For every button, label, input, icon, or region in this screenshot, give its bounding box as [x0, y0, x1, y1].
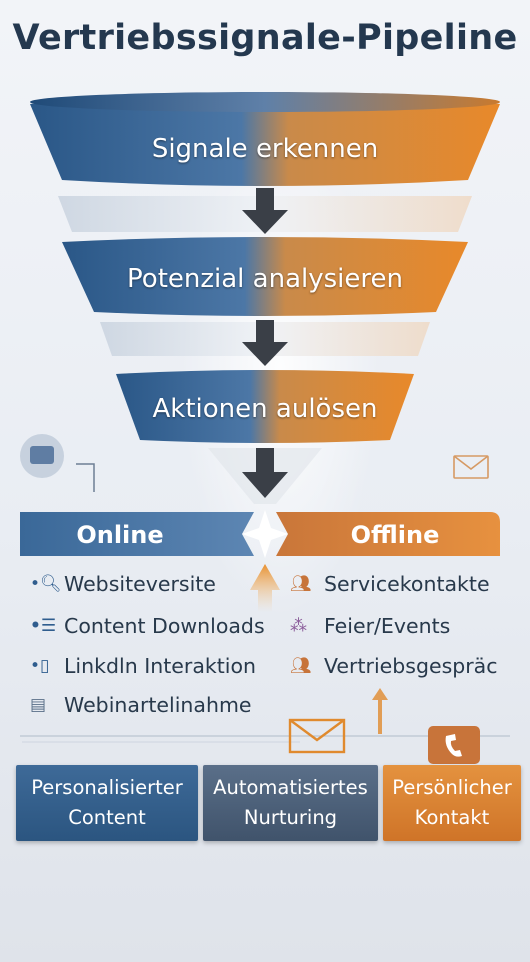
- action-box-line-2: Nurturing: [243, 806, 338, 829]
- action-box-line-1: Personalisierter: [31, 776, 183, 799]
- online-item-label: Linkdln Interaktion: [64, 654, 257, 678]
- envelope-icon-bottom: [288, 718, 346, 754]
- offline-item-label: Servicekontakte: [324, 572, 490, 596]
- online-item-label: Webinartelinahme: [64, 693, 252, 717]
- stage-3-label: Aktionen aulösen: [152, 394, 378, 424]
- action-box-personalized-content: Personalisierter Content: [16, 765, 198, 841]
- down-arrow-3: [242, 448, 288, 498]
- online-bar: [20, 512, 254, 556]
- online-item-content-downloads: •☰ Content Downloads: [30, 611, 265, 641]
- offline-item-label: Feier/Events: [324, 614, 451, 638]
- split-star: [242, 510, 288, 558]
- offline-item-service-contacts: 👥︎ Servicekontakte: [290, 569, 490, 599]
- linkedin-icon: •▯: [30, 656, 50, 676]
- offline-item-sales-talk: 👥︎ Vertriebsgespräc: [290, 651, 498, 681]
- event-icon: ⁂: [290, 616, 307, 636]
- stage-2-label: Potenzial analysieren: [127, 264, 403, 294]
- phone-icon: [428, 726, 480, 764]
- action-box-automated-nurturing: Automatisiertes Nurturing: [203, 765, 378, 841]
- funnel-stage-3-shape: [116, 370, 414, 443]
- funnel-stage-1-shape: [30, 95, 500, 186]
- up-arrow-small: [372, 688, 388, 734]
- people-icon: 👥︎: [290, 574, 312, 594]
- online-item-website-visits: •🔍︎ Websiteversite: [30, 569, 216, 599]
- down-arrows: [242, 188, 288, 498]
- funnel-stage-2-shape: [62, 237, 468, 316]
- handshake-icon: 👥︎: [290, 656, 312, 676]
- online-item-linkedin-interaction: •▯ Linkdln Interaktion: [30, 651, 256, 681]
- action-box-line-1: Persönlicher: [392, 776, 512, 799]
- offline-item-events: ⁂ Feier/Events: [290, 611, 450, 641]
- online-item-label: Content Downloads: [64, 614, 265, 638]
- up-arrow: [250, 564, 280, 612]
- action-box-personal-contact: Persönlicher Kontakt: [383, 765, 521, 841]
- online-item-label: Websiteversite: [64, 572, 216, 596]
- document-icon: •☰: [30, 616, 57, 636]
- offline-item-label: Vertriebsgespräc: [324, 654, 498, 678]
- stage-1-label: Signale erkennen: [151, 134, 379, 164]
- envelope-icon-right: [453, 455, 489, 479]
- action-box-line-2: Content: [68, 806, 146, 829]
- page-title: Vertriebssignale-Pipeline: [12, 18, 518, 58]
- down-arrow-1: [242, 188, 288, 234]
- chat-bubble-icon: [20, 434, 95, 492]
- action-box-line-2: Kontakt: [414, 806, 490, 829]
- search-icon: •🔍︎: [30, 574, 62, 594]
- online-item-webinar-participation: ▤ Webinartelinahme: [30, 690, 252, 720]
- webinar-icon: ▤: [30, 695, 47, 715]
- action-box-line-1: Automatisiertes: [213, 776, 368, 799]
- offline-bar: [276, 512, 500, 556]
- offline-label: Offline: [350, 521, 440, 549]
- down-arrow-2: [242, 320, 288, 366]
- online-label: Online: [76, 521, 164, 549]
